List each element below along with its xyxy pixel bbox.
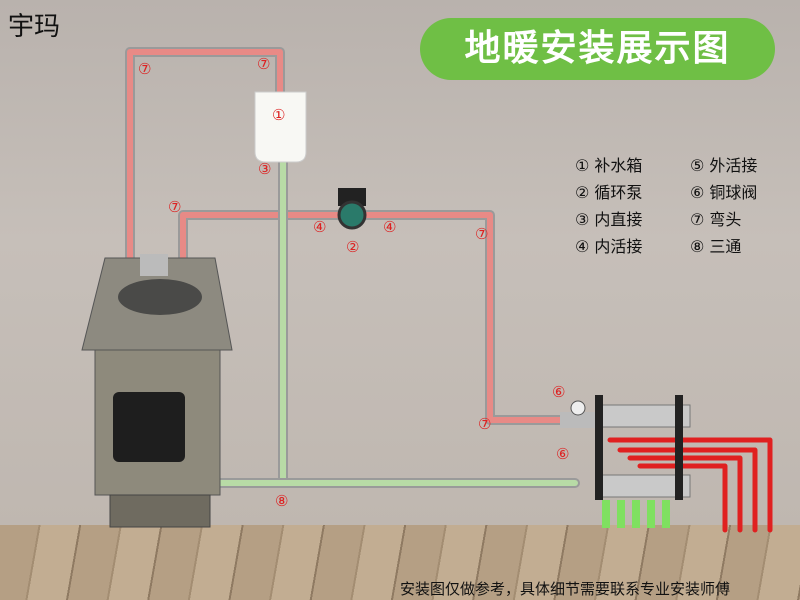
hot-pipe-to-manifold bbox=[178, 210, 570, 425]
label-tank: ① bbox=[272, 106, 286, 124]
water-tank bbox=[254, 91, 307, 163]
green-return-stubs bbox=[602, 500, 670, 528]
label-elbow: ⑦ bbox=[138, 60, 152, 78]
label-elbow: ⑦ bbox=[168, 198, 182, 216]
wood-floor bbox=[0, 525, 800, 600]
brand-logo: 宇玛 bbox=[8, 12, 61, 42]
label-valve: ⑥ bbox=[552, 383, 566, 401]
legend-item: ③ 内直接 bbox=[575, 210, 643, 229]
legend: ① 补水箱 ⑤ 外活接 ② 循环泵 ⑥ 铜球阀 ③ 内直接 ⑦ 弯头 ④ 内活接… bbox=[575, 152, 790, 257]
label-union: ④ bbox=[383, 218, 397, 236]
manifold bbox=[560, 395, 691, 500]
label-tee: ⑧ bbox=[275, 492, 289, 510]
legend-item: ⑥ 铜球阀 bbox=[690, 183, 758, 202]
legend-item: ① 补水箱 bbox=[575, 156, 643, 175]
legend-item: ⑤ 外活接 bbox=[690, 156, 758, 175]
legend-item: ② 循环泵 bbox=[575, 183, 643, 202]
label-straight: ③ bbox=[258, 160, 272, 178]
footer-disclaimer: 安装图仅做参考，具体细节需要联系专业安装师傅 bbox=[400, 580, 731, 598]
legend-item: ⑦ 弯头 bbox=[690, 210, 742, 229]
label-elbow: ⑦ bbox=[257, 55, 271, 73]
label-union: ④ bbox=[313, 218, 327, 236]
label-pump: ② bbox=[346, 238, 360, 256]
legend-item: ⑧ 三通 bbox=[690, 237, 742, 256]
legend-item: ④ 内活接 bbox=[575, 237, 643, 256]
page-title: 地暖安装展示图 bbox=[420, 18, 775, 80]
boiler-stove bbox=[81, 254, 233, 528]
label-elbow: ⑦ bbox=[478, 415, 492, 433]
label-valve: ⑥ bbox=[556, 445, 570, 463]
label-elbow: ⑦ bbox=[475, 225, 489, 243]
circulation-pump bbox=[337, 188, 367, 230]
floor-heating-loops bbox=[607, 437, 773, 533]
